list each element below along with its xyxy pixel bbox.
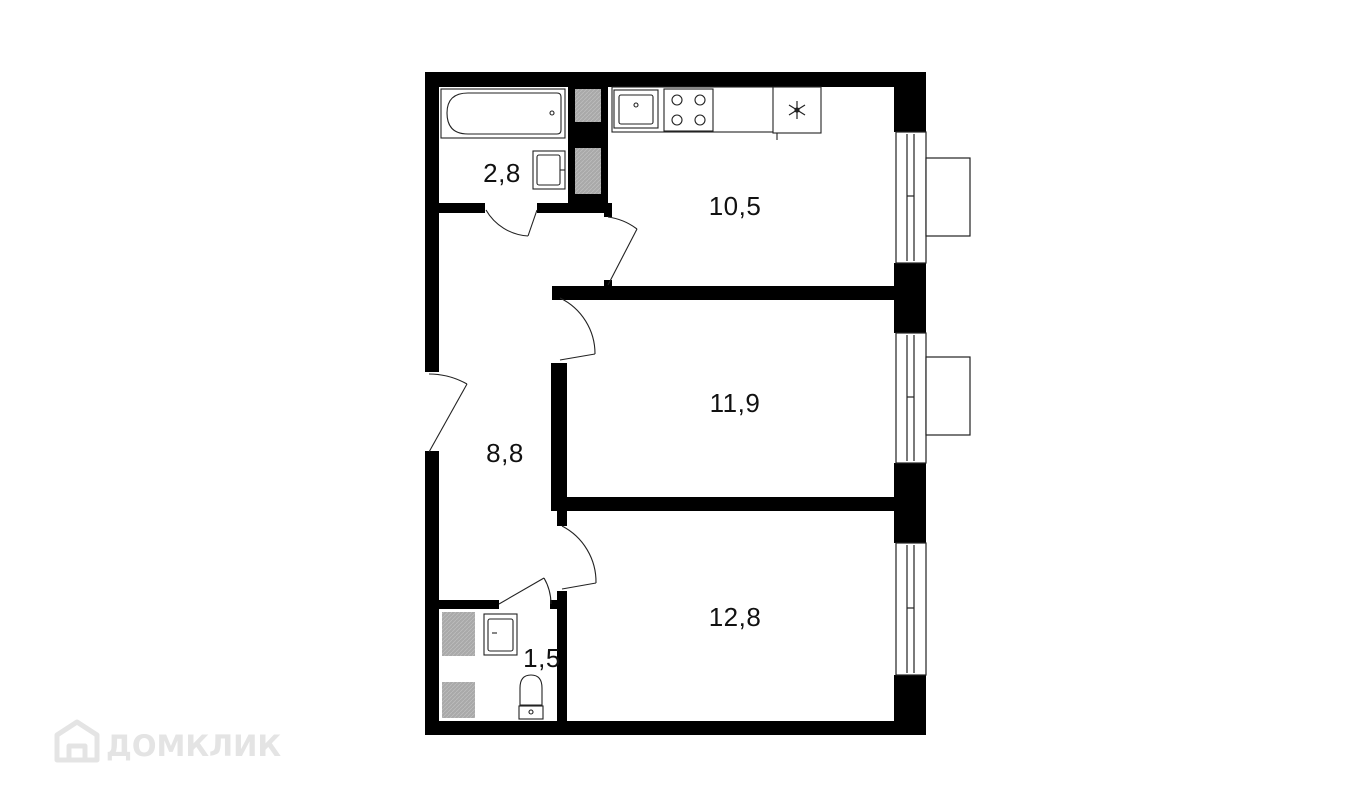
window-projection-kitchen: [925, 157, 971, 237]
watermark-text: ДОМКЛИК: [106, 729, 281, 763]
wall-toilet-post: [550, 600, 558, 609]
toilet-bowl: [518, 674, 544, 720]
window-middle-room: [895, 332, 927, 464]
door-bottom-room: [561, 525, 597, 590]
watermark: ДОМКЛИК: [54, 719, 281, 763]
wall-left-upper: [425, 72, 439, 372]
window-kitchen: [895, 131, 927, 264]
bathtub: [440, 88, 566, 139]
wall-right-pier-1: [894, 72, 926, 132]
room-labels: 2,8 10,5 11,9 8,8 12,8 1,5: [483, 158, 761, 673]
windows: [895, 131, 971, 676]
kitchen-sink: [613, 89, 659, 129]
door-entrance: [428, 373, 468, 453]
wall-right-pier-4: [894, 675, 926, 735]
wall-kitchen-door-post: [604, 280, 612, 292]
window-bottom-room: [895, 542, 927, 676]
wall-kitchen-stub: [604, 203, 612, 217]
shaft-bathroom-top: [575, 89, 601, 122]
area-bathroom: 2,8: [483, 158, 521, 188]
wall-middle-bottom-room: [551, 497, 894, 511]
wall-bottom-room-left: [557, 591, 567, 726]
area-room-middle: 11,9: [710, 388, 761, 418]
door-kitchen: [607, 216, 638, 286]
wall-bottom: [425, 721, 926, 735]
wall-right-pier-2: [894, 263, 926, 333]
snowflake-icon: [788, 101, 806, 119]
bathroom-sink: [532, 150, 566, 190]
door-toilet: [498, 577, 552, 605]
watermark-logo-icon: [54, 719, 100, 763]
wall-right-pier-3: [894, 463, 926, 543]
door-middle-room: [559, 297, 596, 361]
shaft-toilet-top: [442, 612, 475, 656]
shaft-toilet-bottom: [442, 682, 475, 718]
wall-bathroom-bottom-left: [439, 203, 485, 213]
vent-shafts: [442, 89, 601, 718]
wall-middle-room-left: [551, 363, 567, 508]
wall-toilet-top: [439, 600, 499, 609]
walls: [425, 72, 926, 735]
window-projection-middle-room: [925, 356, 971, 436]
wall-bottom-room-post: [557, 510, 567, 526]
wall-left-lower: [425, 451, 439, 735]
shaft-bathroom-bottom: [575, 148, 601, 194]
area-room-bottom: 12,8: [709, 602, 762, 632]
fixtures: [440, 86, 822, 720]
stove: [663, 88, 714, 132]
area-hallway: 8,8: [486, 438, 524, 468]
wall-top: [425, 72, 926, 87]
toilet-sink: [483, 613, 518, 656]
area-kitchen: 10,5: [709, 191, 762, 221]
door-bathroom: [485, 209, 538, 237]
area-toilet: 1,5: [523, 643, 561, 673]
doors: [428, 209, 638, 605]
wall-kitchen-room: [552, 286, 894, 300]
